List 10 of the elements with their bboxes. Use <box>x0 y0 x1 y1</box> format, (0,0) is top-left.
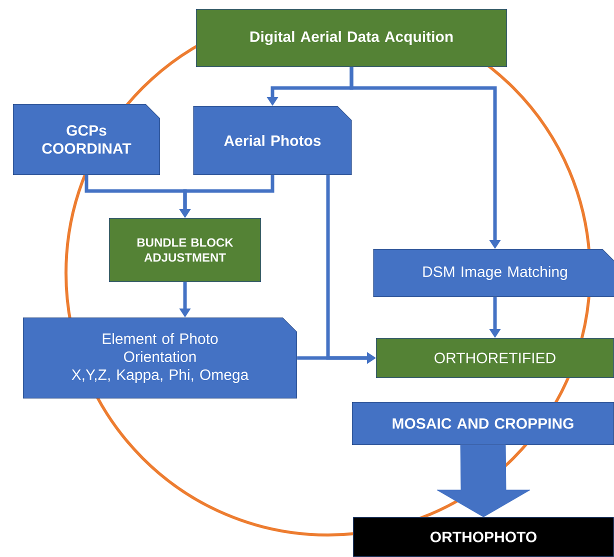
process-box: MOSAIC AND CROPPING <box>352 402 614 445</box>
output-box: ORTHOPHOTO <box>353 517 614 557</box>
document-box: Aerial Photos <box>193 106 352 175</box>
process-box: ORTHORETIFIED <box>376 338 614 378</box>
document-box: DSM Image Matching <box>373 249 614 297</box>
process-box: BUNDLE BLOCK ADJUSTMENT <box>109 218 261 282</box>
document-box: GCPs COORDINAT <box>13 104 160 175</box>
document-box: Element of Photo Orientation X,Y,Z, Kappa, Phi, Omega <box>23 318 297 398</box>
block-arrow <box>436 444 530 518</box>
process-box: Digital Aerial Data Acquition <box>196 9 507 67</box>
